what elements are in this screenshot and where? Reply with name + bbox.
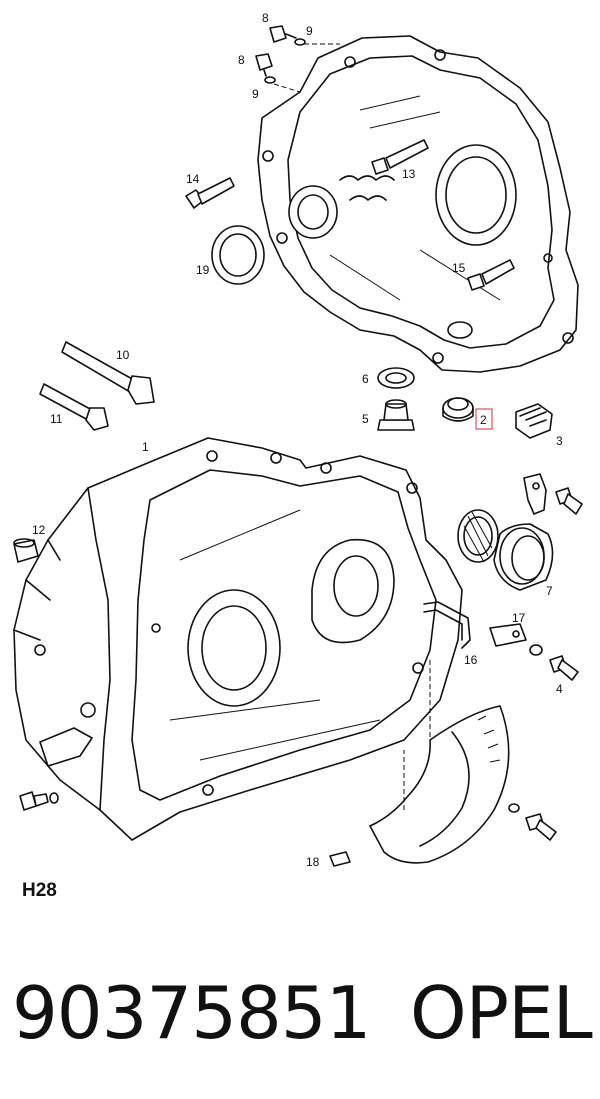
callout-1: 1: [142, 440, 149, 454]
seal-19: [211, 225, 265, 285]
bolt-15: [467, 259, 515, 291]
callout-16: 16: [464, 653, 478, 667]
pipe-16: [423, 601, 471, 649]
bolt-10: [61, 341, 155, 405]
callout-12: 12: [32, 523, 46, 537]
bolt-8-top: [255, 25, 340, 93]
needle-bearing: [457, 509, 499, 563]
part-18: [329, 851, 351, 867]
callout-17: 17: [512, 611, 526, 625]
callout-18: 18: [306, 855, 320, 869]
footer: 90375851 OPEL: [0, 968, 600, 1058]
bolt-14: [185, 177, 235, 209]
callout-5: 5: [362, 412, 369, 426]
callout-2: 2: [480, 413, 487, 427]
callout-8: 8: [238, 53, 245, 67]
callout-3: 3: [556, 434, 563, 448]
roller-bearing-7: [493, 523, 554, 591]
bolt-lower-left: [19, 791, 59, 811]
brand-name: OPEL: [410, 971, 593, 1055]
upper-housing: [257, 35, 579, 373]
callout-labels: 1 2 3 4 5 6 7 8 8 9 9 10 11 12 13 14 15 …: [32, 11, 563, 869]
exploded-parts-diagram: 1 2 3 4 5 6 7 8 8 9 9 10 11 12 13 14 15 …: [13, 11, 583, 869]
callout-15: 15: [452, 261, 466, 275]
callout-9: 9: [252, 87, 259, 101]
callout-10: 10: [116, 348, 130, 362]
section-code: H28: [22, 880, 57, 901]
callout-9-top: 9: [306, 24, 313, 38]
part-number: 90375851: [12, 971, 371, 1055]
seal-2: [442, 397, 474, 422]
callout-2-highlight: [475, 408, 493, 430]
callout-19: 19: [196, 263, 210, 277]
bolt-4: [529, 644, 579, 681]
bracket-17: [489, 623, 527, 647]
shield-plate: [369, 660, 510, 864]
callout-7: 7: [546, 584, 553, 598]
callout-6: 6: [362, 372, 369, 386]
bolt-shield: [508, 803, 557, 841]
callout-14: 14: [186, 172, 200, 186]
callout-11: 11: [50, 412, 63, 426]
bolt-13: [371, 139, 429, 175]
callout-13: 13: [402, 167, 416, 181]
block-3: [515, 403, 553, 439]
main-housing: [13, 437, 463, 841]
callout-8-top: 8: [262, 11, 269, 25]
bolt-11: [39, 383, 109, 431]
sleeve-12: [13, 538, 39, 563]
bracket-and-bolt: [523, 473, 583, 515]
callout-4: 4: [556, 682, 563, 696]
washer-6: [377, 367, 415, 389]
plug-5: [377, 399, 415, 431]
